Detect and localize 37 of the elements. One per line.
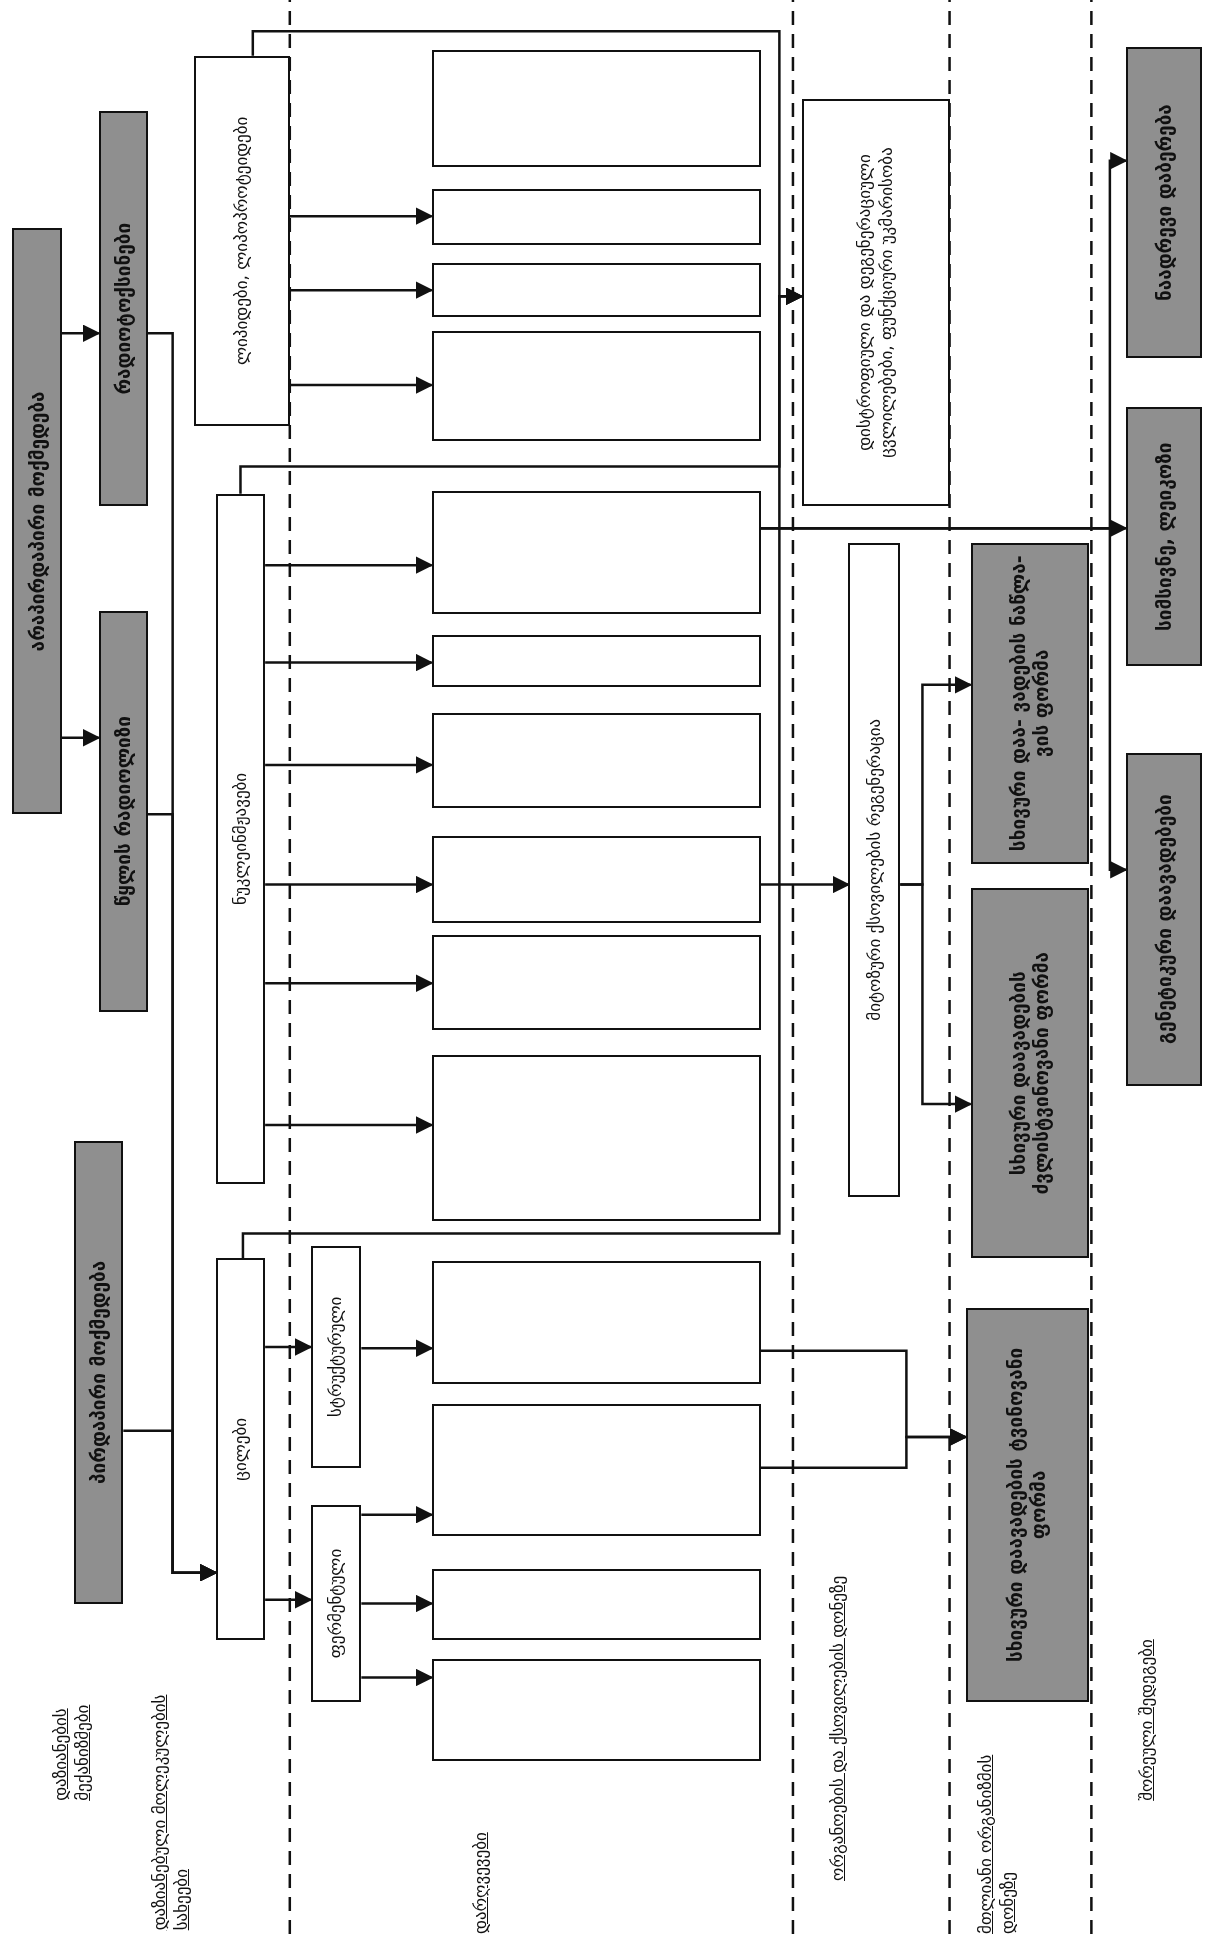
process-box: დისტროფიული და დეგენერაციული ცვლილებები, ფუნქციური უკმარისობა [801, 99, 950, 506]
shaded-box: სიმსივნე, ლეიკოზი [1125, 407, 1203, 667]
shaded-box: სხივური დაავადების ტვინოვანი ფორმა [965, 1307, 1089, 1703]
process-box: ფერმენტული [310, 1504, 362, 1703]
empty-box [431, 189, 761, 245]
process-box: მიტოზური ქსოვილების რეგენერაცია [848, 542, 901, 1197]
shaded-box: გენეტიკური დაავადებები [1125, 752, 1203, 1086]
shaded-box: არაპირდაპირი მოქმედება [12, 228, 62, 815]
column-heading: შორეული შედეგები [1134, 1638, 1157, 1801]
shaded-box: სხივური დაავადების ძვლისტვინოვანი ფორმა [970, 888, 1089, 1259]
empty-box [431, 263, 761, 318]
process-box: ცილები [215, 1258, 266, 1641]
process-box: ნუკლეინმჟავები [215, 493, 266, 1185]
column-heading: დაზიანებული მოლეკულების სახეები [147, 1693, 193, 1931]
empty-box [431, 1054, 761, 1222]
empty-box [431, 1569, 761, 1641]
empty-box [431, 935, 761, 1031]
column-heading: მთლიანი ორგანიზმის დონეზე [974, 1753, 1019, 1934]
column-heading: დარღვევები [468, 1831, 491, 1934]
shaded-box: ნაადრევი დაბერება [1125, 47, 1203, 358]
shaded-box: რადიოტოქსინები [98, 111, 148, 506]
empty-box [431, 491, 761, 615]
process-box: ლიპიდები, ლიპოპროტეიდები [193, 55, 290, 426]
empty-box [431, 1659, 761, 1762]
empty-box [431, 713, 761, 809]
process-box: სტრუქტურული [310, 1245, 362, 1468]
empty-box [431, 635, 761, 688]
empty-box [431, 49, 761, 167]
column-heading: დაზიანების მექანიზმები [49, 1703, 94, 1801]
column-heading: ორგანოების და ქსოვილების დონეზე [826, 1574, 849, 1881]
shaded-box: პირდაპირი მოქმედება [74, 1141, 124, 1604]
empty-box [431, 1403, 761, 1536]
empty-box [431, 836, 761, 923]
shaded-box: სხივური დაა- ვადების ნაწლა- ვის ფორმა [970, 542, 1089, 864]
shaded-box: წყლის რადიოლიზი [98, 610, 148, 1012]
empty-box [431, 330, 761, 441]
empty-box [431, 1260, 761, 1384]
